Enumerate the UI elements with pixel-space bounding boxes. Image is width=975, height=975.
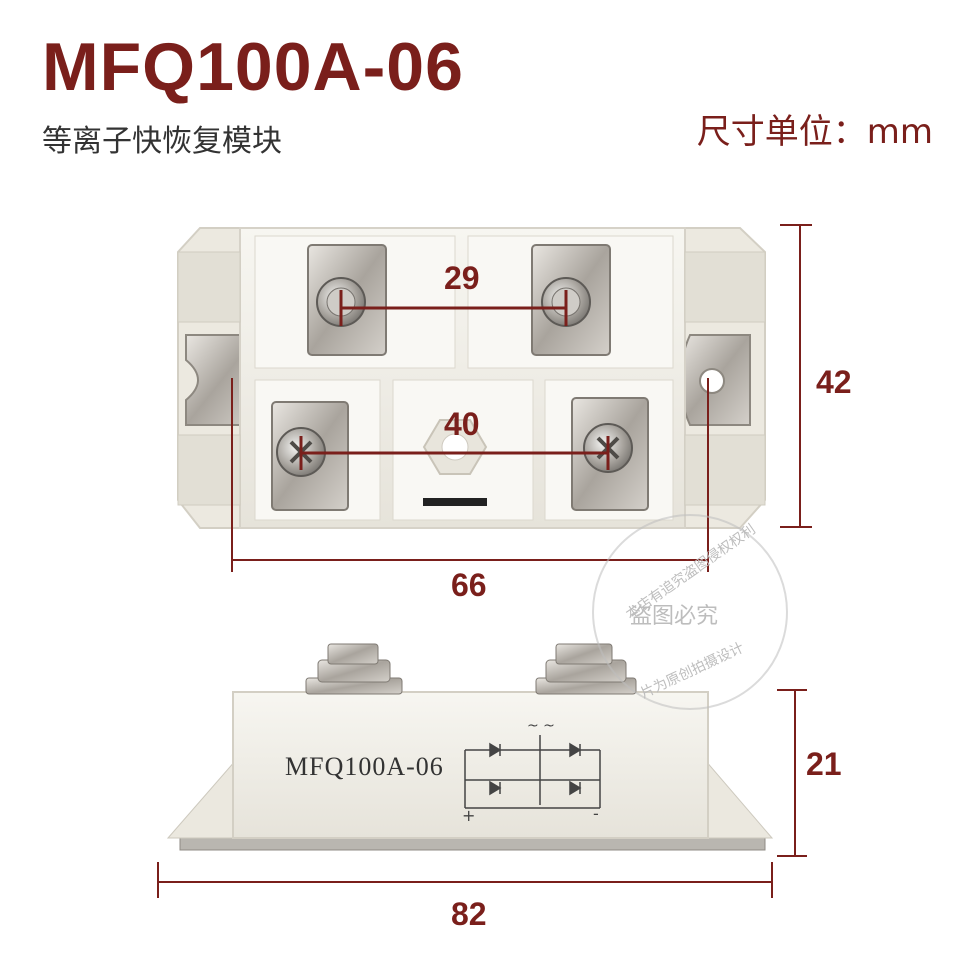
terminal-top-right <box>531 244 611 356</box>
circuit-ac-label: ~ ~ <box>527 718 555 734</box>
circuit-minus-label: - <box>593 804 599 823</box>
terminal-bottom-left <box>271 401 349 511</box>
dimension-66: 66 <box>451 567 487 603</box>
dimension-lines-top-view <box>231 224 812 572</box>
module-side-view <box>166 643 774 851</box>
product-title: MFQ100A-06 <box>42 29 464 105</box>
dimension-21: 21 <box>806 746 842 782</box>
unit-label: 尺寸单位：mm <box>696 112 933 152</box>
product-subtitle: 等离子快恢复模块 <box>42 124 282 159</box>
module-body-marking: MFQ100A-06 <box>285 752 444 781</box>
bridge-circuit-symbol <box>464 735 601 809</box>
watermark-center-text: 盗图必究 <box>630 604 719 629</box>
circuit-plus-label: + <box>462 806 476 825</box>
dimension-42: 42 <box>816 364 852 400</box>
dimension-40: 40 <box>444 406 480 442</box>
dimension-lines-side-view <box>157 689 807 898</box>
terminal-top-left <box>307 244 387 356</box>
dimension-82: 82 <box>451 896 487 932</box>
dimension-29: 29 <box>444 260 480 296</box>
watermark-seal <box>592 514 788 710</box>
